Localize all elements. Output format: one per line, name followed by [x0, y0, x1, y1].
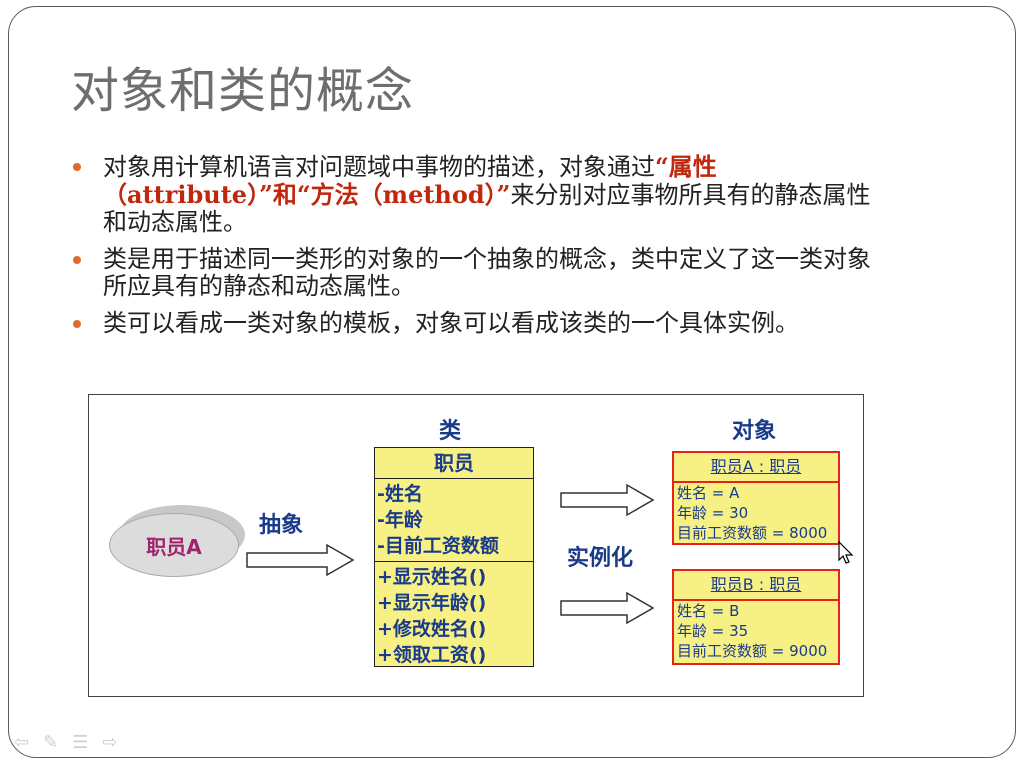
- bullet-item: 对象用计算机语言对问题域中事物的描述，对象通过“属性（attribute）”和“…: [71, 153, 891, 236]
- class-name: 职员: [375, 448, 533, 479]
- object-field: 姓名 = B: [677, 602, 740, 620]
- bullet-list: 对象用计算机语言对问题域中事物的描述，对象通过“属性（attribute）”和“…: [71, 153, 891, 347]
- class-method: +显示姓名(): [377, 566, 487, 588]
- bullet-text-pre: 对象用计算机语言对问题域中事物的描述，对象通过: [103, 153, 655, 181]
- object-name: 职员A : 职员: [674, 453, 838, 483]
- object-name: 职员B : 职员: [674, 571, 838, 601]
- class-box: 职员 -姓名 -年龄 -目前工资数额 +显示姓名() +显示年龄() +修改姓名…: [374, 447, 534, 667]
- menu-icon[interactable]: ☰: [72, 732, 89, 753]
- instantiate-label: 实例化: [567, 546, 634, 571]
- class-attribute: -姓名: [377, 483, 423, 505]
- bullet-item: 类是用于描述同一类形的对象的一个抽象的概念，类中定义了这一类对象所应具有的静态和…: [71, 246, 891, 300]
- class-method: +修改姓名(): [377, 618, 487, 640]
- next-arrow-icon[interactable]: ⇨: [102, 732, 118, 753]
- bullet-dot-icon: [73, 320, 81, 328]
- bullet-text-highlight: “属性（attribute）”和“方法（method）”: [103, 152, 717, 209]
- prev-arrow-icon[interactable]: ⇦: [14, 732, 30, 753]
- bullet-item: 类可以看成一类对象的模板，对象可以看成该类的一个具体实例。: [71, 310, 891, 337]
- instantiate-arrow-icon: [560, 591, 655, 625]
- abstract-arrow-icon: [246, 543, 355, 577]
- bullet-dot-icon: [73, 256, 81, 264]
- entity-label: 职员A: [146, 534, 202, 559]
- object-header: 对象: [732, 419, 777, 444]
- object-field: 年龄 = 35: [677, 622, 749, 640]
- bullet-dot-icon: [73, 163, 81, 171]
- object-field: 姓名 = A: [677, 484, 740, 502]
- entity-oval: 职员A: [109, 513, 239, 577]
- object-box-b: 职员B : 职员 姓名 = B 年龄 = 35 目前工资数额 = 9000: [672, 569, 840, 665]
- bullet-text: 类是用于描述同一类形的对象的一个抽象的概念，类中定义了这一类对象所应具有的静态和…: [103, 245, 871, 300]
- bullet-text-post: 来分别对应事物所具有的静态属性和动态属性。: [103, 181, 871, 236]
- class-method: +显示年龄(): [377, 592, 487, 614]
- pen-icon[interactable]: ✎: [43, 732, 59, 753]
- slide-title: 对象和类的概念: [71, 63, 415, 119]
- slide-nav-bar: ⇦ ✎ ☰ ⇨: [14, 732, 117, 753]
- class-method: +领取工资(): [377, 644, 487, 666]
- instantiate-arrow-icon: [560, 483, 655, 517]
- class-methods: +显示姓名() +显示年龄() +修改姓名() +领取工资(): [375, 562, 533, 670]
- object-field: 目前工资数额 = 9000: [677, 642, 828, 660]
- mouse-cursor-icon: [838, 541, 854, 564]
- object-box-a: 职员A : 职员 姓名 = A 年龄 = 30 目前工资数额 = 8000: [672, 451, 840, 545]
- class-header: 类: [439, 419, 462, 444]
- class-attributes: -姓名 -年龄 -目前工资数额: [375, 479, 533, 562]
- class-attribute: -目前工资数额: [377, 535, 499, 557]
- class-attribute: -年龄: [377, 509, 423, 531]
- bullet-text: 类可以看成一类对象的模板，对象可以看成该类的一个具体实例。: [103, 309, 799, 337]
- object-field: 目前工资数额 = 8000: [677, 524, 828, 542]
- object-field: 年龄 = 30: [677, 504, 749, 522]
- abstract-label: 抽象: [259, 513, 304, 538]
- class-object-diagram: 类 对象 职员A 抽象 职员 -姓名 -年龄 -目前工资数额 +显示姓名() +…: [88, 394, 864, 697]
